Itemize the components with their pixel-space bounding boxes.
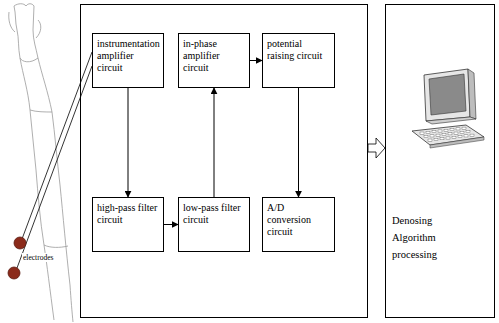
part-label: electrodes xyxy=(22,253,54,262)
circuit-frame xyxy=(81,5,368,318)
circuit-box: instrumentation amplifier circuit xyxy=(92,33,164,88)
box-label: A/D conversion circuit xyxy=(267,202,330,238)
electrode xyxy=(8,267,20,279)
electrode-wire xyxy=(22,52,92,239)
circuit-box: in-phase amplifier circuit xyxy=(178,33,250,88)
signal-arrow xyxy=(214,88,215,197)
box-label: potential raising circuit xyxy=(267,38,330,62)
box-label: in-phase amplifier circuit xyxy=(183,38,245,74)
processing-panel: Denosing Algorithm processing xyxy=(385,4,495,318)
signal-arrow xyxy=(250,60,262,61)
panel-caption: Denosing Algorithm processing xyxy=(392,212,452,263)
signal-arrow xyxy=(164,224,178,225)
box-label: high-pass filter circuit xyxy=(97,202,159,226)
signal-arrow xyxy=(298,88,299,197)
signal-arrow xyxy=(128,88,129,197)
circuit-box: high-pass filter circuit xyxy=(92,197,164,252)
hollow-arrow xyxy=(368,138,385,158)
computer-icon xyxy=(386,5,494,205)
circuit-box: low-pass filter circuit xyxy=(178,197,250,252)
circuit-box: A/D conversion circuit xyxy=(262,197,335,252)
arm-drawing xyxy=(9,4,73,322)
circuit-box: potential raising circuit xyxy=(262,33,335,88)
electrode xyxy=(14,237,26,249)
box-label: low-pass filter circuit xyxy=(183,202,245,226)
box-label: instrumentation amplifier circuit xyxy=(97,38,159,74)
